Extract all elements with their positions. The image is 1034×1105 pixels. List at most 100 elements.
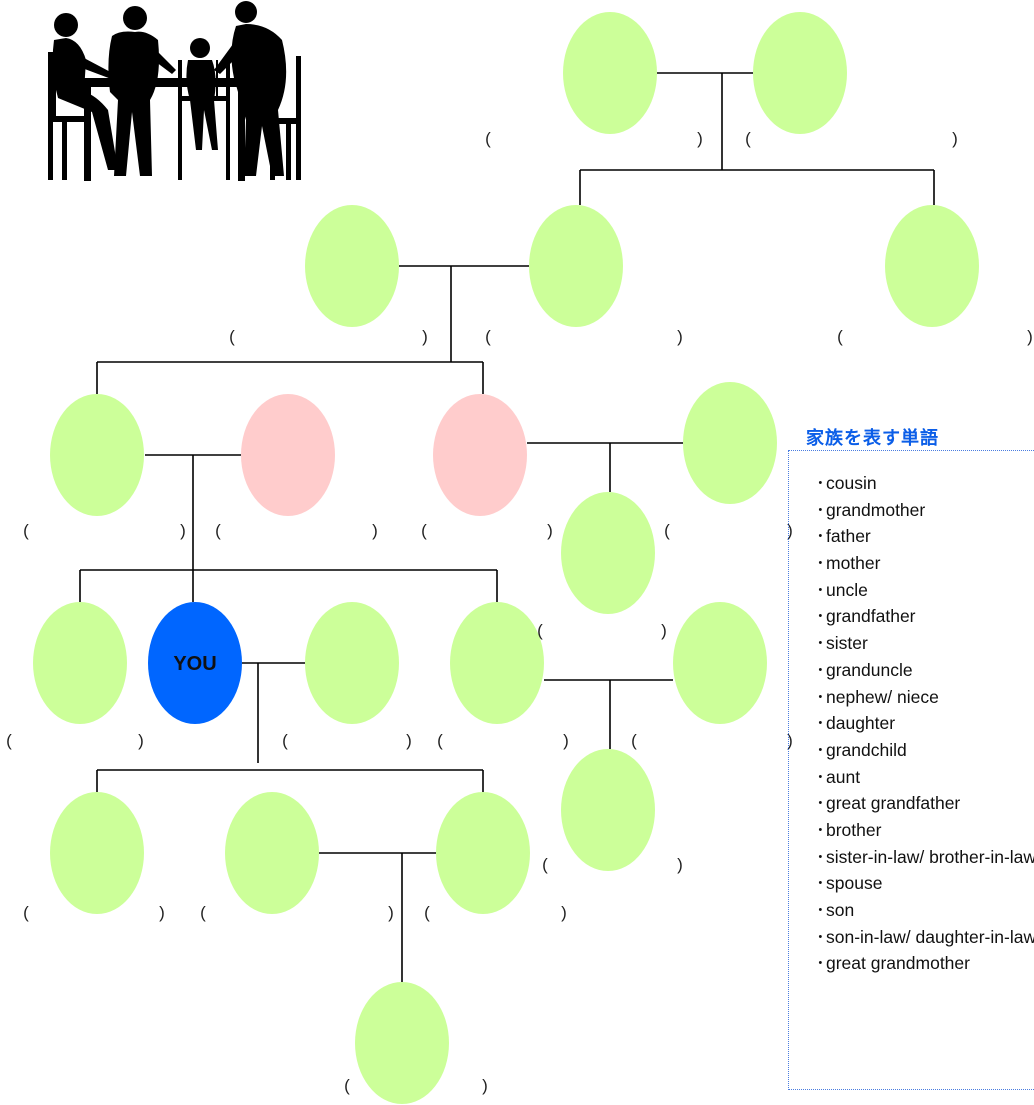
family-member-node <box>753 12 847 134</box>
family-member-node <box>563 12 657 134</box>
open-paren: ( <box>23 903 29 922</box>
answer-blank: () <box>837 327 1033 346</box>
open-paren: ( <box>23 521 29 540</box>
family-member-node <box>885 205 979 327</box>
close-paren: ) <box>677 327 683 346</box>
close-paren: ) <box>677 855 683 874</box>
answer-blank: () <box>6 731 144 750</box>
close-paren: ) <box>697 129 703 148</box>
open-paren: ( <box>631 731 637 750</box>
close-paren: ) <box>547 521 553 540</box>
vocab-word: grandfather <box>816 603 1034 630</box>
family-member-node <box>436 792 530 914</box>
close-paren: ) <box>561 903 567 922</box>
answer-blank: () <box>421 521 553 540</box>
open-paren: ( <box>664 521 670 540</box>
family-dinner-illustration <box>48 1 301 181</box>
answer-blank: () <box>537 621 667 640</box>
answer-blank: () <box>215 521 378 540</box>
family-member-node <box>305 205 399 327</box>
answer-blank: () <box>282 731 412 750</box>
close-paren: ) <box>787 731 793 750</box>
open-paren: ( <box>837 327 843 346</box>
tree-nodes: YOU <box>33 12 979 1104</box>
close-paren: ) <box>952 129 958 148</box>
vocab-word: father <box>816 523 1034 550</box>
tree-connectors <box>79 72 935 982</box>
family-member-node <box>305 602 399 724</box>
vocab-word: sister-in-law/ brother-in-law <box>816 844 1034 871</box>
family-member-node <box>50 394 144 516</box>
close-paren: ) <box>138 731 144 750</box>
answer-blank: () <box>631 731 793 750</box>
vocab-list: cousingrandmotherfathermotherunclegrandf… <box>816 470 1034 977</box>
you-node <box>148 602 242 724</box>
vocab-word: great grandfather <box>816 790 1034 817</box>
close-paren: ) <box>787 521 793 540</box>
family-member-node <box>355 982 449 1104</box>
vocab-box <box>788 450 1034 1090</box>
vocab-word: son <box>816 897 1034 924</box>
family-member-node <box>50 792 144 914</box>
family-member-node <box>673 602 767 724</box>
family-member-node <box>225 792 319 914</box>
answer-blank: () <box>344 1076 488 1095</box>
close-paren: ) <box>372 521 378 540</box>
family-member-node <box>561 492 655 614</box>
open-paren: ( <box>537 621 543 640</box>
family-member-node <box>561 749 655 871</box>
close-paren: ) <box>661 621 667 640</box>
answer-blank: () <box>229 327 428 346</box>
answer-blank: () <box>664 521 793 540</box>
open-paren: ( <box>282 731 288 750</box>
open-paren: ( <box>200 903 206 922</box>
answer-blank: () <box>745 129 958 148</box>
vocab-word: spouse <box>816 870 1034 897</box>
you-label: YOU <box>173 653 216 675</box>
open-paren: ( <box>485 129 491 148</box>
family-member-node <box>33 602 127 724</box>
vocab-word: mother <box>816 550 1034 577</box>
vocab-word: grandmother <box>816 497 1034 524</box>
vocab-word: aunt <box>816 764 1034 791</box>
open-paren: ( <box>421 521 427 540</box>
answer-blank: () <box>485 327 683 346</box>
open-paren: ( <box>229 327 235 346</box>
family-member-node <box>683 382 777 504</box>
answer-blank: () <box>424 903 567 922</box>
answer-blanks: ()()()()()()()()()()()()()()()()()()() <box>6 129 1033 1095</box>
close-paren: ) <box>422 327 428 346</box>
vocab-title: 家族を表す単語 <box>806 428 939 448</box>
family-member-node <box>433 394 527 516</box>
vocab-word: nephew/ niece <box>816 684 1034 711</box>
answer-blank: () <box>23 521 186 540</box>
answer-blank: () <box>23 903 165 922</box>
open-paren: ( <box>344 1076 350 1095</box>
open-paren: ( <box>6 731 12 750</box>
answer-blank: () <box>200 903 394 922</box>
open-paren: ( <box>437 731 443 750</box>
vocab-word: brother <box>816 817 1034 844</box>
open-paren: ( <box>215 521 221 540</box>
vocab-word: grandchild <box>816 737 1034 764</box>
open-paren: ( <box>745 129 751 148</box>
vocab-word: great grandmother <box>816 950 1034 977</box>
family-member-node <box>529 205 623 327</box>
close-paren: ) <box>159 903 165 922</box>
open-paren: ( <box>542 855 548 874</box>
close-paren: ) <box>563 731 569 750</box>
close-paren: ) <box>180 521 186 540</box>
close-paren: ) <box>482 1076 488 1095</box>
vocab-word: daughter <box>816 710 1034 737</box>
answer-blank: () <box>542 855 683 874</box>
vocab-word: son-in-law/ daughter-in-law <box>816 924 1034 951</box>
vocab-word: granduncle <box>816 657 1034 684</box>
close-paren: ) <box>1027 327 1033 346</box>
vocab-word: uncle <box>816 577 1034 604</box>
vocab-word: cousin <box>816 470 1034 497</box>
close-paren: ) <box>388 903 394 922</box>
answer-blank: () <box>485 129 703 148</box>
family-member-node <box>241 394 335 516</box>
family-member-node <box>450 602 544 724</box>
